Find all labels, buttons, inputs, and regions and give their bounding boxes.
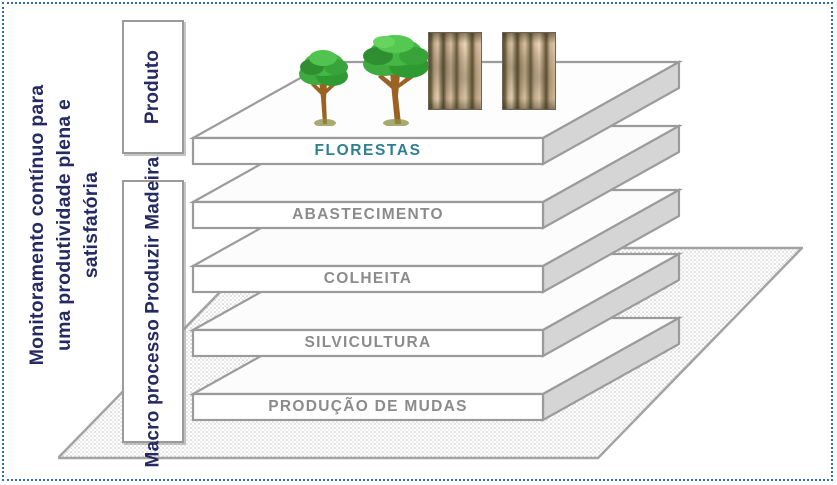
side-box-macro-processo-line2: Produzir Madeira [142, 156, 163, 314]
side-box-macro-processo-text: Macro processo Produzir Madeira [142, 156, 164, 467]
caption-line-1: Monitoramento contínuo para [26, 84, 49, 366]
side-box-produto-label: Produto [142, 49, 163, 125]
side-box-produto[interactable]: Produto [122, 20, 184, 154]
side-box-macro-processo-line1: Macro processo [142, 318, 163, 467]
side-box-macro-processo[interactable]: Macro processo Produzir Madeira [122, 156, 184, 467]
